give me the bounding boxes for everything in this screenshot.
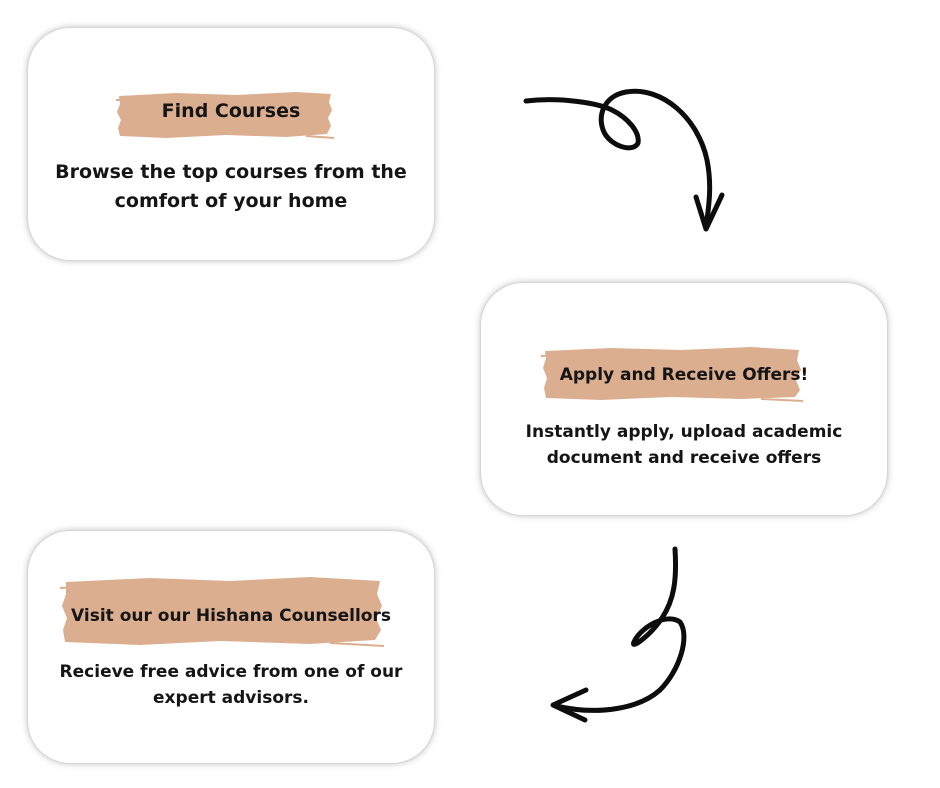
step-description: Instantly apply, upload academic documen… xyxy=(525,422,843,468)
brush-stroke-highlight xyxy=(540,347,804,402)
step-description: Recieve free advice from one of our expe… xyxy=(59,662,403,708)
loop-arrow-icon xyxy=(523,88,725,232)
loop-arrow-icon xyxy=(550,546,687,723)
step-card-find-courses: Find Courses Browse the top courses from… xyxy=(28,28,434,260)
step-title: Find Courses xyxy=(161,100,301,122)
step-card-apply-and-receive-offers: Apply and Receive Offers! Instantly appl… xyxy=(481,283,887,515)
step-title: Visit our our Hishana Counsellors xyxy=(71,606,391,626)
brush-stroke-highlight xyxy=(59,577,385,647)
brush-stroke-highlight xyxy=(115,92,335,139)
step-card-visit-counsellors: Visit our our Hishana Counsellors Reciev… xyxy=(28,531,434,763)
step-description: Browse the top courses from the comfort … xyxy=(55,161,407,212)
step-title: Apply and Receive Offers! xyxy=(559,365,809,385)
